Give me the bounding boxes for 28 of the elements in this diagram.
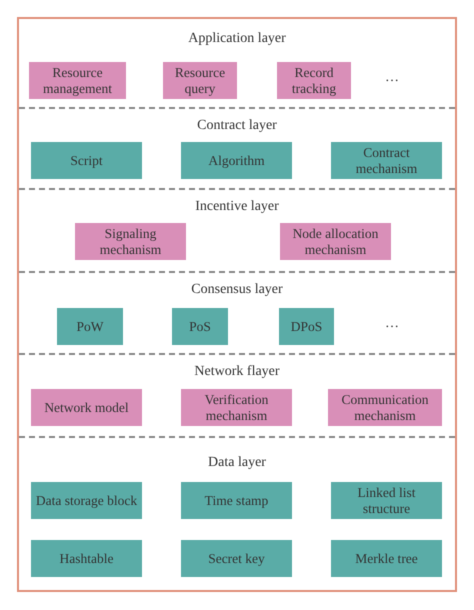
layer-title: Contract layer — [196, 117, 278, 135]
component-box: Linked list structure — [331, 482, 442, 519]
component-box: PoS — [172, 308, 228, 345]
component-box: PoW — [57, 308, 123, 345]
layer-title: Consensus layer — [190, 281, 284, 299]
ellipsis-text: … — [385, 70, 399, 86]
component-box: Verification mechanism — [181, 389, 292, 426]
layer-title: Data layer — [207, 454, 267, 472]
component-box: Script — [31, 142, 142, 179]
component-box: Algorithm — [181, 142, 292, 179]
component-box: Contract mechanism — [331, 142, 442, 179]
component-box: DPoS — [279, 308, 334, 345]
component-box: Time stamp — [181, 482, 292, 519]
component-box: Secret key — [181, 540, 292, 577]
component-box: Resource management — [29, 62, 126, 99]
component-box: Data storage block — [31, 482, 142, 519]
component-box: Network model — [31, 389, 142, 426]
component-box: Node allocation mechanism — [280, 223, 391, 260]
component-box: Communication mechanism — [328, 389, 442, 426]
layer-title: Application layer — [187, 30, 287, 48]
layer-title: Incentive layer — [194, 198, 280, 216]
layer-title: Network flayer — [193, 363, 281, 381]
component-box: Merkle tree — [331, 540, 442, 577]
component-box: Signaling mechanism — [75, 223, 186, 260]
ellipsis-text: … — [385, 316, 399, 332]
component-box: Record tracking — [277, 62, 351, 99]
component-box: Hashtable — [31, 540, 142, 577]
component-box: Resource query — [163, 62, 237, 99]
